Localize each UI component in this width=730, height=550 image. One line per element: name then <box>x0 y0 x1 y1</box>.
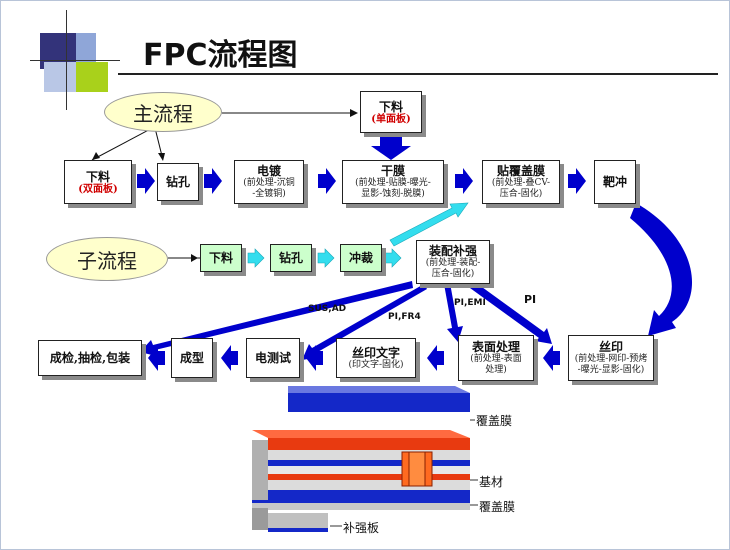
box-drilling: 钻孔 <box>157 163 199 201</box>
box-title: 下料 <box>378 99 403 114</box>
box-title: 钻孔 <box>165 175 190 189</box>
box-sub-cutting: 下料 <box>200 244 242 272</box>
main-flow-ellipse: 主流程 <box>104 92 222 132</box>
box-subtitle-2: 压合-固化) <box>431 269 475 279</box>
sub-arrow-3 <box>384 248 402 268</box>
sub-flow-ellipse: 子流程 <box>46 237 168 281</box>
box-title: 丝印 <box>598 340 623 354</box>
decor-square-light <box>44 62 76 92</box>
box-subtitle-2: 处理) <box>485 365 507 375</box>
box-sub-blanking: 冲裁 <box>340 244 382 272</box>
box-assembly-stiffener: 装配补强 (前处理-装配- 压合-固化) <box>416 240 490 284</box>
main-arrow-4 <box>455 168 473 194</box>
box-subtitle: (前处理-沉铜 <box>243 178 295 188</box>
box-subtitle: (双面板) <box>78 183 118 195</box>
layer-label-coverlay-top: 覆盖膜 <box>476 414 513 428</box>
bottom-arrow-2 <box>221 345 238 371</box>
box-plating: 电镀 (前处理-沉铜 -全镀铜) <box>234 160 304 204</box>
box-subtitle-2: 显影-蚀刻-脱膜) <box>361 189 425 199</box>
layer-label-coverlay-bottom: 覆盖膜 <box>479 500 516 514</box>
box-target-punch: 靶冲 <box>594 160 636 204</box>
label-pi-fr4: PI,FR4 <box>388 312 421 322</box>
box-title: 冲裁 <box>348 251 373 265</box>
box-subtitle: (前处理-贴膜-曝光- <box>355 178 431 188</box>
box-title: 成型 <box>179 351 204 365</box>
layer-label-substrate: 基材 <box>479 475 504 489</box>
bottom-arrow-1 <box>148 345 165 371</box>
box-sub-drilling: 钻孔 <box>270 244 312 272</box>
label-pi-emi: PI,EMI <box>454 298 486 308</box>
bottom-arrow-4 <box>427 345 444 371</box>
down-arrow-top <box>371 136 411 160</box>
bottom-arrow-3 <box>306 345 323 371</box>
box-title: 钻孔 <box>278 251 303 265</box>
main-arrow-5 <box>568 168 586 194</box>
box-cutting-double-sided: 下料 (双面板) <box>64 160 132 204</box>
layer-label-stiffener: 补强板 <box>343 521 380 535</box>
box-electrical-test: 电测试 <box>246 338 300 378</box>
bottom-arrow-5 <box>543 345 560 371</box>
box-subtitle: (前处理-叠CV- <box>491 178 551 188</box>
sub-arrow-2 <box>317 248 335 268</box>
box-final-inspection: 成检,抽检,包装 <box>38 340 142 376</box>
box-title: 成检,抽检,包装 <box>49 351 131 365</box>
box-title: 下料 <box>208 251 233 265</box>
box-legend-print: 丝印文字 (印文字-固化) <box>336 338 416 378</box>
assembly-arrow-emi <box>444 283 463 342</box>
curve-arrow <box>630 203 693 336</box>
box-subtitle: (单面板) <box>371 113 411 125</box>
box-subtitle: (前处理-装配- <box>425 258 481 268</box>
box-title: 靶冲 <box>602 175 627 189</box>
decor-line-horizontal <box>30 60 120 61</box>
box-title: 干膜 <box>380 164 405 178</box>
sub-arrow-1 <box>247 248 265 268</box>
box-title: 电镀 <box>256 164 281 178</box>
box-title: 下料 <box>85 169 110 184</box>
label-sus-ad: SUS,AD <box>308 304 347 314</box>
box-subtitle: (前处理-网印-预烤 <box>574 354 648 364</box>
main-arrow-1 <box>137 168 155 194</box>
box-solder-mask-print: 丝印 (前处理-网印-预烤 -曝光-显影-固化) <box>568 335 654 381</box>
decor-square-green <box>72 62 108 92</box>
assembly-arrow-sus <box>140 281 413 356</box>
sub-arrow-up <box>389 202 469 247</box>
assembly-arrow-fr4 <box>302 284 427 360</box>
box-title: 表面处理 <box>471 340 520 354</box>
assembly-arrow-pi <box>470 282 552 344</box>
page-title: FPC流程图 <box>143 38 298 73</box>
fpc-layer-stack <box>252 386 478 532</box>
box-title: 贴覆盖膜 <box>496 164 545 178</box>
box-subtitle-2: 压合-固化) <box>499 189 543 199</box>
box-title: 装配补强 <box>428 244 477 258</box>
box-subtitle-2: -曝光-显影-固化) <box>577 365 645 375</box>
box-title: 电测试 <box>254 351 291 365</box>
box-subtitle-2: -全镀铜) <box>252 189 286 199</box>
main-arrow-3 <box>318 168 336 194</box>
box-subtitle: (印文字-固化) <box>348 359 404 370</box>
label-pi: PI <box>524 293 537 306</box>
box-title: 丝印文字 <box>351 345 400 360</box>
box-dry-film: 干膜 (前处理-贴膜-曝光- 显影-蚀刻-脱膜) <box>342 160 444 204</box>
box-coverlay: 贴覆盖膜 (前处理-叠CV- 压合-固化) <box>482 160 560 204</box>
title-underline <box>118 73 718 75</box>
box-forming: 成型 <box>171 338 213 378</box>
box-surface-finish: 表面处理 (前处理-表面 处理) <box>458 335 534 381</box>
main-arrow-2 <box>204 168 222 194</box>
box-subtitle: (前处理-表面 <box>470 354 522 364</box>
box-cutting-single-sided: 下料 (单面板) <box>360 91 422 133</box>
